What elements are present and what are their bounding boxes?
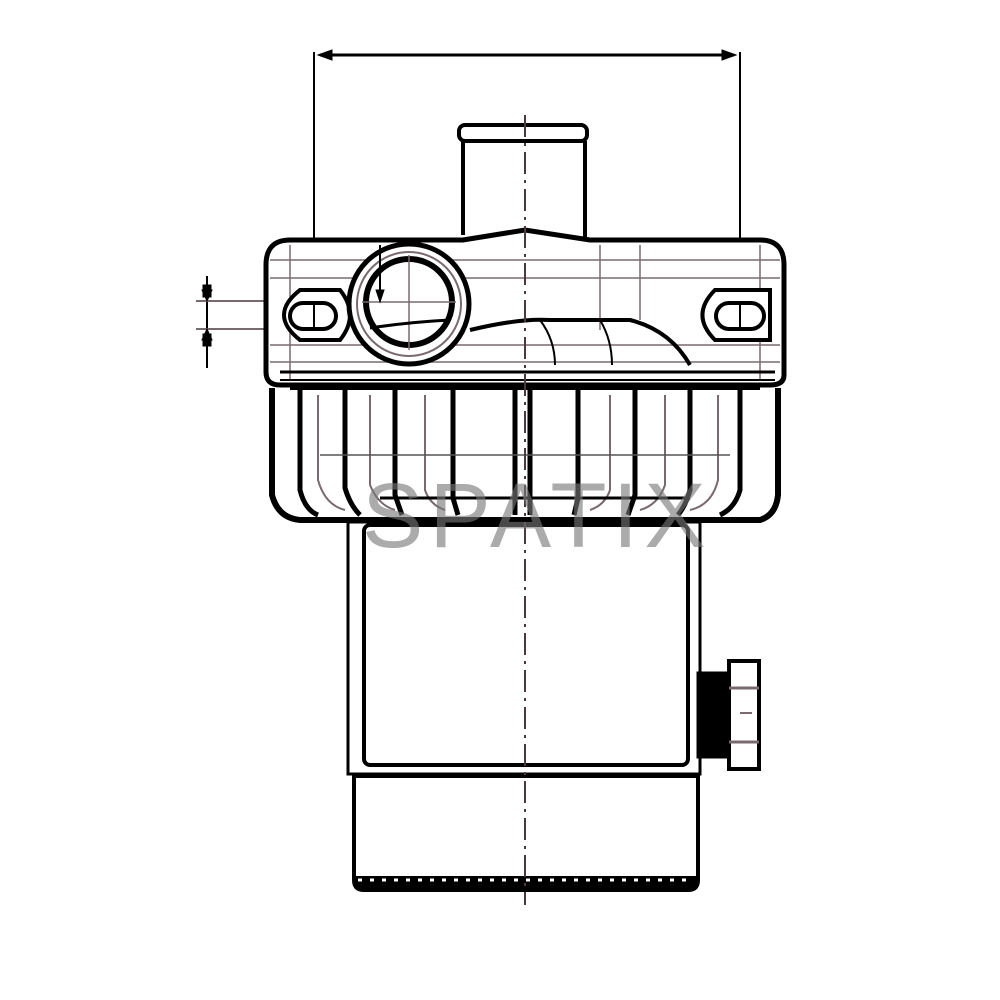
inlet-port (346, 241, 472, 367)
cooling-fins (269, 386, 781, 523)
drain-plug (696, 659, 761, 771)
right-mount-slot (700, 288, 772, 342)
left-mount-slot (282, 288, 352, 342)
top-nozzle (457, 123, 589, 240)
